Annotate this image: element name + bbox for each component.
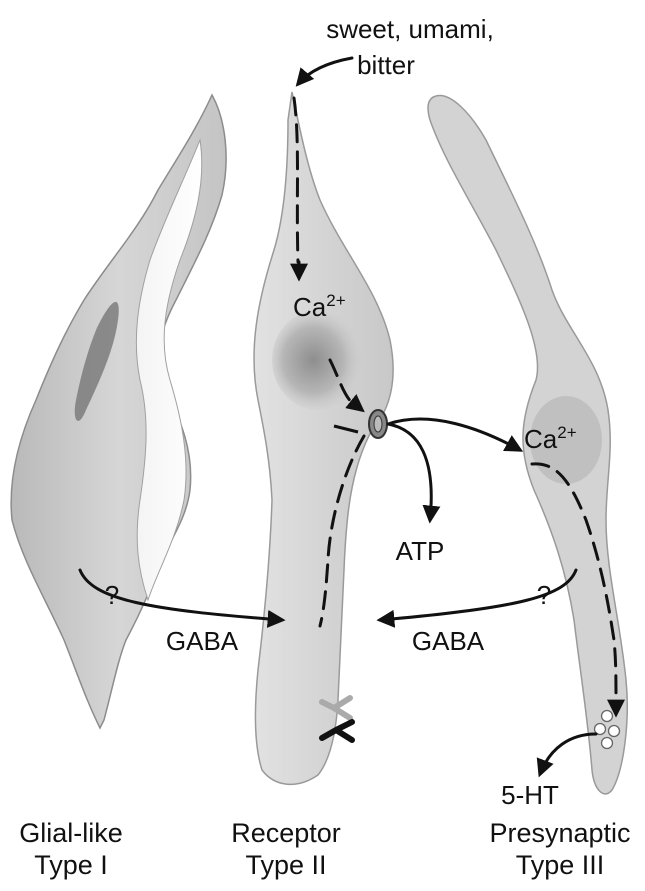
gaba-left-label: GABA [166, 626, 239, 656]
receptor-cell-body [254, 92, 393, 784]
serotonin-release-arrow [540, 734, 596, 774]
cell-caption-type-iii-line1: Presynaptic [489, 818, 630, 848]
cell-caption-type-iii-line2: Type III [516, 850, 605, 880]
question-right-label: ? [537, 580, 551, 610]
gaba-right-label: GABA [412, 626, 485, 656]
stimulus-arrow [298, 58, 352, 84]
question-left-label: ? [105, 580, 119, 610]
cell-caption-type-ii-line2: Type II [245, 850, 326, 880]
serotonin-label: 5-HT [501, 780, 559, 810]
type-ii-receptor-cell [254, 92, 393, 784]
cell-caption-type-ii-line1: Receptor [231, 818, 341, 848]
stimulus-label-line1: sweet, umami, [326, 14, 494, 44]
atp-release-arrow [388, 424, 431, 520]
atp-to-presynaptic-arrow [388, 419, 520, 450]
atp-channel-icon [369, 410, 387, 438]
receptor-nucleus [272, 310, 364, 410]
cell-caption-type-i-line2: Type I [34, 850, 108, 880]
cell-caption-type-i-line1: Glial-like [19, 818, 123, 848]
atp-label: ATP [396, 536, 445, 566]
stimulus-label-line2: bitter [357, 50, 415, 80]
